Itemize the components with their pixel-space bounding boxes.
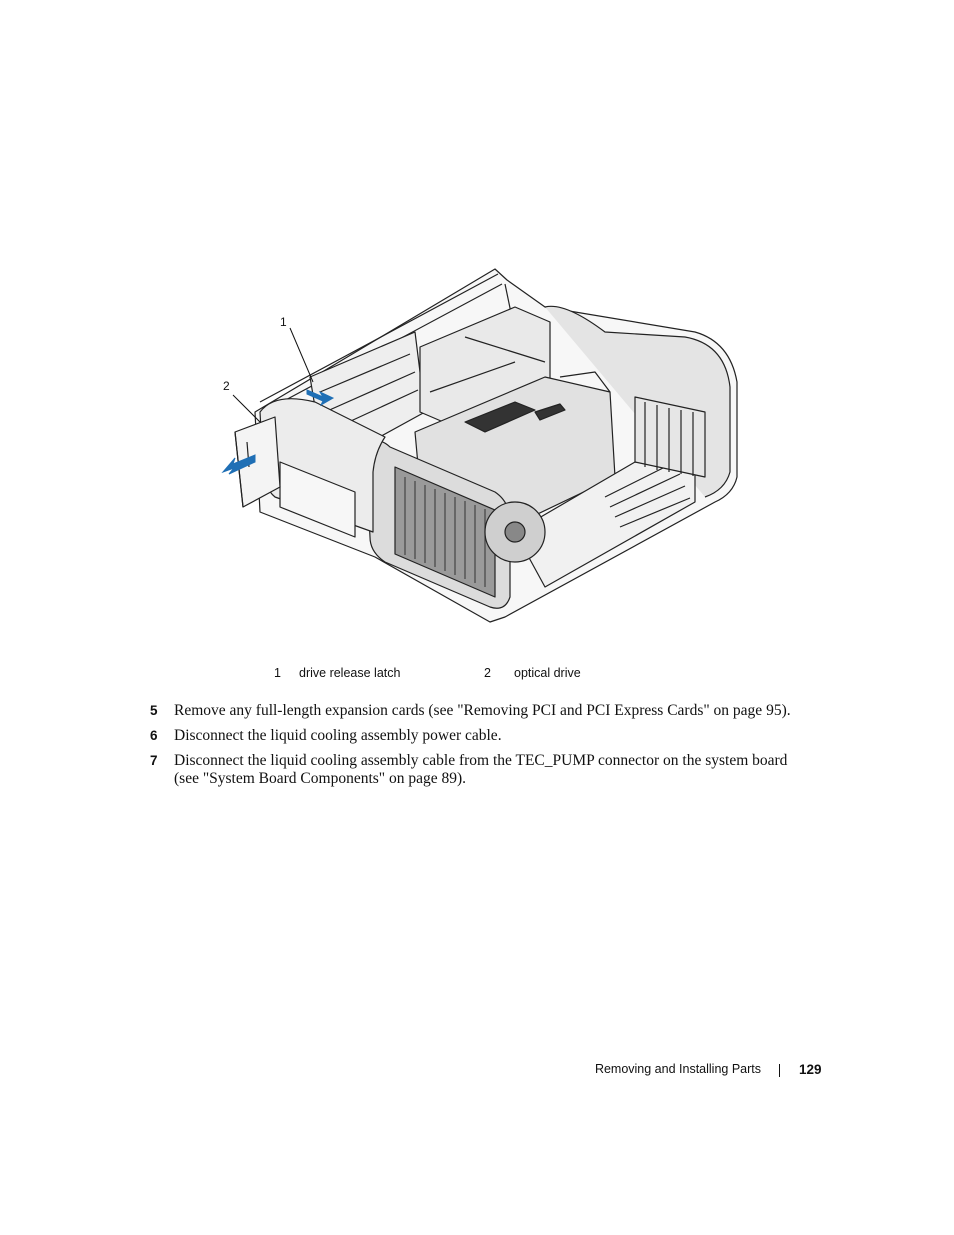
drive-removal-arrow bbox=[221, 454, 256, 475]
legend-number: 2 bbox=[484, 666, 491, 680]
step-number: 6 bbox=[150, 728, 158, 743]
legend-label: drive release latch bbox=[299, 666, 401, 680]
chassis-drawing: 1 2 bbox=[221, 268, 738, 623]
computer-chassis-illustration: 1 2 bbox=[215, 262, 745, 627]
page-footer: Removing and Installing Parts 129 bbox=[0, 1062, 954, 1082]
step-number: 5 bbox=[150, 703, 158, 718]
footer-section-title: Removing and Installing Parts bbox=[594, 1062, 761, 1076]
callout-2: 2 bbox=[223, 379, 230, 393]
legend-number: 1 bbox=[274, 666, 281, 680]
legend-label: optical drive bbox=[514, 666, 581, 680]
step-text: Disconnect the liquid cooling assembly c… bbox=[174, 752, 788, 787]
step-number: 7 bbox=[150, 753, 158, 768]
figure-legend: 1 drive release latch 2 optical drive bbox=[0, 666, 954, 686]
procedure-steps: 5 Remove any full-length expansion cards… bbox=[150, 702, 810, 795]
footer-divider bbox=[779, 1064, 780, 1077]
step-item: 6 Disconnect the liquid cooling assembly… bbox=[150, 727, 810, 745]
latch-arrow bbox=[306, 389, 335, 407]
page-number: 129 bbox=[799, 1062, 822, 1077]
system-board bbox=[514, 461, 696, 588]
callout-1: 1 bbox=[280, 315, 287, 329]
step-text: Remove any full-length expansion cards (… bbox=[174, 702, 791, 719]
step-item: 5 Remove any full-length expansion cards… bbox=[150, 702, 810, 720]
step-item: 7 Disconnect the liquid cooling assembly… bbox=[150, 752, 810, 788]
step-text: Disconnect the liquid cooling assembly p… bbox=[174, 727, 502, 744]
